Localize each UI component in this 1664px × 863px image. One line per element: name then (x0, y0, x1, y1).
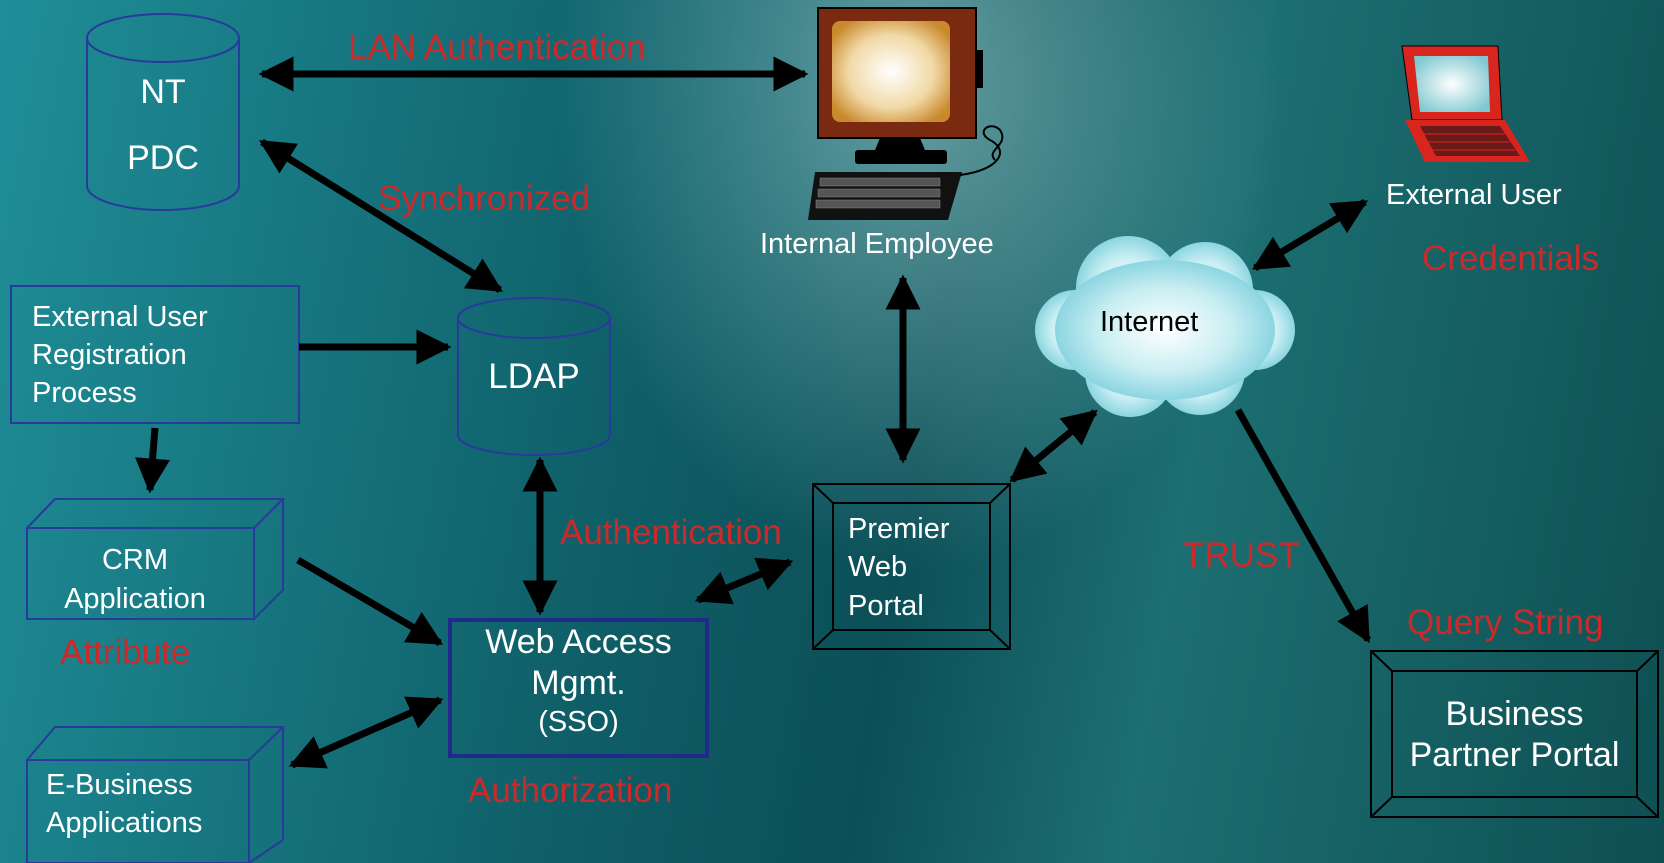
arrow-internet-extuser (1251, 198, 1369, 272)
nt-pdc-cylinder (86, 13, 240, 211)
ext-reg-line1: External User (32, 301, 208, 333)
label-query-string: Query String (1407, 603, 1604, 642)
arrow-wam-premier (694, 557, 794, 605)
label-authentication: Authentication (560, 513, 782, 552)
arrows (135, 56, 1372, 769)
ldap-label: LDAP (488, 357, 580, 396)
premier-line1: Premier (848, 513, 950, 545)
arrow-internet-bpp (1234, 408, 1372, 644)
premier-portal-frame (812, 483, 1011, 650)
arrow-reg-crm (135, 427, 170, 494)
ext-reg-box (10, 285, 300, 424)
label-credentials: Credentials (1422, 239, 1600, 278)
crm-box (26, 498, 286, 620)
ext-reg-line3: Process (32, 377, 137, 409)
bpp-line1: Business (1445, 695, 1584, 733)
label-lan-authentication: LAN Authentication (348, 28, 646, 67)
internet-label: Internet (1100, 306, 1199, 338)
internal-employee-label: Internal Employee (760, 228, 994, 260)
bpp-line2: Partner Portal (1409, 736, 1620, 774)
ldap-cylinder (457, 297, 611, 456)
computer-icon (808, 7, 1004, 220)
premier-line3: Portal (848, 590, 924, 622)
arrow-ntpdc-ldap (259, 139, 503, 293)
ebiz-line2: Applications (46, 807, 203, 839)
label-trust: TRUST (1183, 536, 1300, 575)
nt-pdc-label-pdc: PDC (127, 139, 199, 177)
label-attribute: Attribute (60, 633, 191, 672)
premier-line2: Web (848, 551, 908, 583)
ext-reg-line2: Registration (32, 339, 187, 371)
wam-line2: Mgmt. (531, 664, 626, 702)
arrow-premier-internet (1009, 409, 1098, 483)
wam-line1: Web Access (485, 623, 672, 661)
crm-line1: CRM (101, 544, 169, 576)
wam-line3: (SSO) (538, 706, 619, 738)
internet-cloud (1035, 236, 1295, 417)
crm-line2: Application (64, 583, 206, 615)
ebusiness-box (26, 726, 286, 863)
ebiz-line1: E-Business (46, 769, 193, 801)
external-user-label: External User (1386, 179, 1562, 211)
label-synchronized: Synchronized (378, 179, 591, 218)
arrow-crm-wam (296, 556, 444, 647)
laptop-icon (1401, 45, 1530, 162)
label-authorization: Authorization (468, 771, 673, 810)
wam-box (448, 618, 709, 758)
arrow-ebiz-wam (288, 696, 444, 769)
bpp-frame (1370, 650, 1659, 818)
nt-pdc-label-nt: NT (140, 73, 186, 111)
